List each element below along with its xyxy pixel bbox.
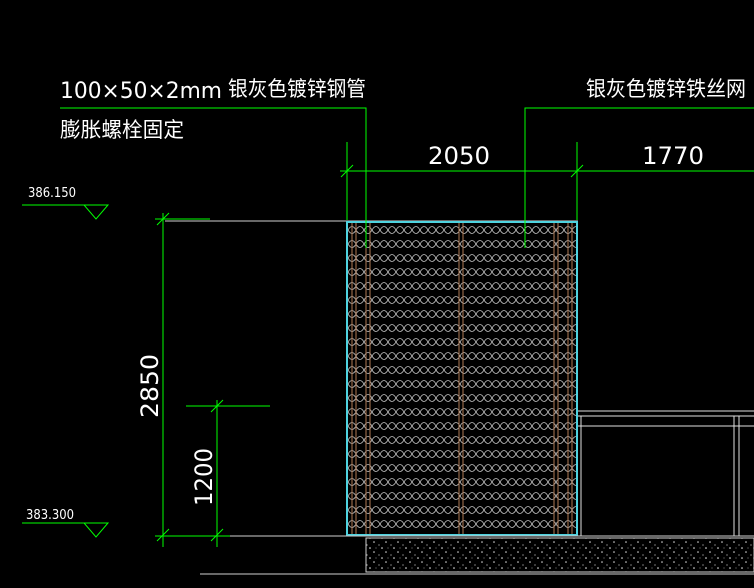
level-top-label: 386.150 (28, 186, 76, 201)
gravel-base (365, 537, 754, 573)
leader-lines (60, 107, 754, 248)
right-railing (578, 410, 754, 536)
dim-width-right: 1770 (642, 142, 704, 170)
panel-outline (346, 221, 578, 536)
bolt-note-label: 膨胀螺栓固定 (60, 118, 184, 142)
level-markers (22, 204, 110, 538)
level-bottom-label: 383.300 (26, 508, 74, 523)
pipe-spec-label: 100×50×2mm (60, 79, 222, 104)
vertical-dimensions (155, 212, 270, 547)
mesh-panel (346, 221, 578, 536)
pipe-material-label: 银灰色镀锌钢管 (228, 77, 366, 101)
dim-height-total: 2850 (136, 354, 164, 418)
mesh-material-label: 银灰色镀锌铁丝网 (586, 77, 746, 101)
dim-width-left: 2050 (428, 142, 490, 170)
steel-posts (351, 223, 573, 534)
horizontal-dimension (340, 142, 754, 220)
dim-height-lower: 1200 (190, 448, 218, 506)
